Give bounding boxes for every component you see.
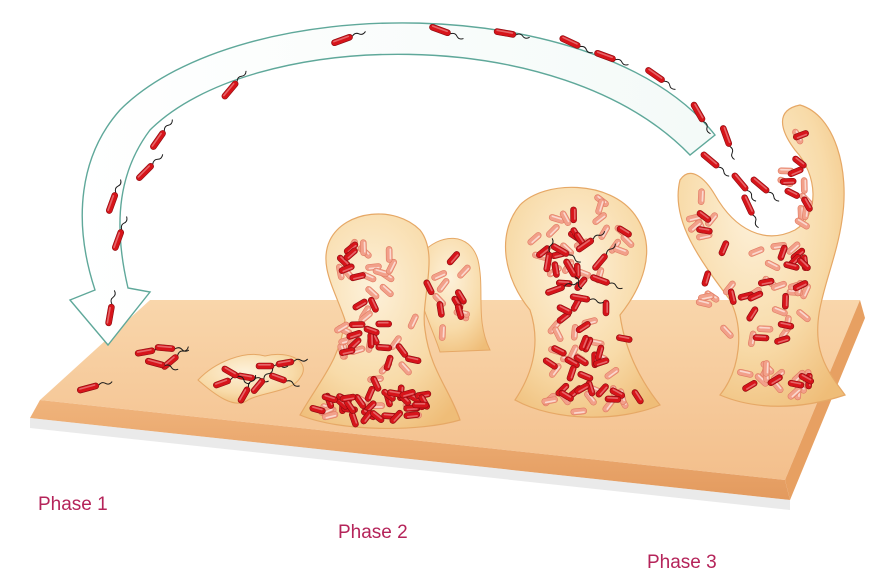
- free-bacterium: [700, 151, 731, 179]
- embedded-bacterium: [570, 207, 576, 223]
- embedded-bacterium: [439, 324, 446, 340]
- phase-3-label: Phase 3: [647, 552, 717, 574]
- embedded-bacterium: [784, 187, 801, 200]
- embedded-bacterium: [698, 189, 705, 205]
- embedded-bacterium: [605, 396, 621, 403]
- embedded-bacterium: [701, 270, 711, 287]
- embedded-bacterium: [360, 240, 367, 256]
- phase-1-label: Phase 1: [38, 494, 108, 516]
- embedded-bacterium: [603, 300, 609, 316]
- embedded-bacterium: [570, 408, 587, 416]
- embedded-bacterium: [412, 402, 428, 408]
- embedded-bacterium: [753, 334, 769, 341]
- free-bacterium: [135, 152, 165, 182]
- free-bacterium: [741, 194, 762, 229]
- embedded-bacterium: [780, 178, 796, 185]
- embedded-bacterium: [376, 321, 392, 327]
- free-bacterium: [719, 125, 737, 161]
- embedded-bacterium: [376, 344, 392, 351]
- embedded-bacterium: [787, 166, 804, 178]
- embedded-bacterium: [349, 321, 365, 327]
- free-bacterium: [750, 176, 781, 204]
- phase-2-label: Phase 2: [338, 522, 408, 544]
- embedded-bacterium: [757, 326, 773, 333]
- embedded-bacterium: [782, 293, 788, 309]
- embedded-bacterium: [386, 246, 392, 262]
- embedded-bacterium: [801, 178, 807, 194]
- embedded-bacterium: [763, 360, 770, 376]
